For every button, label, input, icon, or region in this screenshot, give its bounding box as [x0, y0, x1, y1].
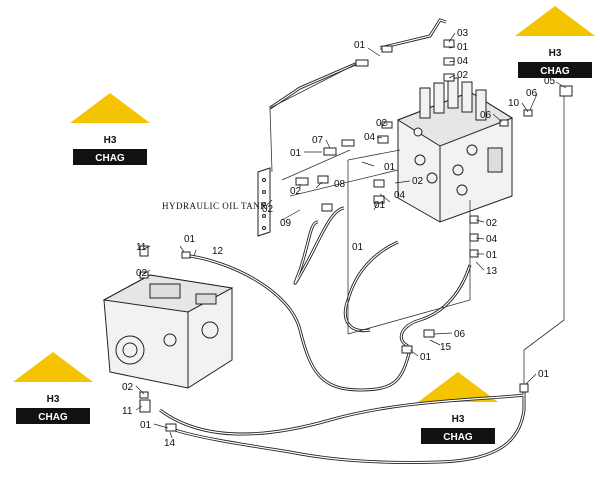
fittings [139, 39, 573, 432]
logo-mark: H3 [549, 48, 562, 59]
callout: 04 [394, 190, 406, 201]
logo-left: H3 CHAG [70, 93, 150, 165]
callout: 02 [262, 204, 274, 215]
callout: 01 [290, 148, 302, 159]
logo-mark: H3 [47, 394, 60, 405]
tank-bracket [257, 167, 271, 237]
callout: 01 [384, 162, 396, 173]
callout: 11 [136, 242, 147, 253]
callout: 04 [457, 56, 469, 67]
callout: 01 [420, 352, 432, 363]
control-valve [396, 77, 514, 223]
callout: 07 [312, 135, 324, 146]
callout: 06 [454, 329, 466, 340]
logo-bottom-right: H3 CHAG [418, 372, 498, 444]
logo-name: CHAG [540, 66, 570, 77]
logo-top-right: H3 CHAG [515, 6, 595, 78]
callout: 15 [440, 342, 452, 353]
callout: 02 [412, 176, 424, 187]
callout: 05 [544, 76, 556, 87]
callout: 04 [486, 234, 498, 245]
logo-name: CHAG [95, 153, 125, 164]
callout: 01 [140, 420, 152, 431]
callout: 02 [136, 268, 148, 279]
callout: 04 [364, 132, 376, 143]
callout: 02 [486, 218, 498, 229]
logo-name: CHAG [443, 432, 473, 443]
callout: 13 [486, 266, 498, 277]
callout: 01 [352, 242, 364, 253]
logo-mark: H3 [104, 135, 117, 146]
callout: 14 [164, 438, 176, 449]
callout: 01 [354, 40, 366, 51]
callout: 01 [184, 234, 196, 245]
logo-bottom-left: H3 CHAG [13, 352, 93, 424]
callout: 06 [480, 110, 492, 121]
callout: 06 [526, 88, 538, 99]
callout: 12 [212, 246, 224, 257]
callout: 01 [486, 250, 498, 261]
callout: 01 [374, 200, 386, 211]
tank-label: HYDRAULIC OIL TANK [162, 201, 267, 211]
callout: 02 [290, 186, 302, 197]
callout: 01 [538, 369, 550, 380]
callout: 08 [334, 179, 346, 190]
callouts: 01 03 01 04 02 05 06 10 06 07 01 04 02 0… [122, 28, 556, 449]
callout: 10 [508, 98, 520, 109]
hydraulic-pump [102, 274, 234, 389]
callout: 02 [457, 70, 469, 81]
callout: 01 [457, 42, 469, 53]
logo-name: CHAG [38, 412, 68, 423]
callout: 02 [122, 382, 134, 393]
callout: 03 [457, 28, 469, 39]
callout: 11 [122, 406, 133, 417]
leader-lines [135, 32, 567, 439]
callout: 09 [280, 218, 292, 229]
callout: 02 [376, 118, 388, 129]
logo-mark: H3 [452, 414, 465, 425]
